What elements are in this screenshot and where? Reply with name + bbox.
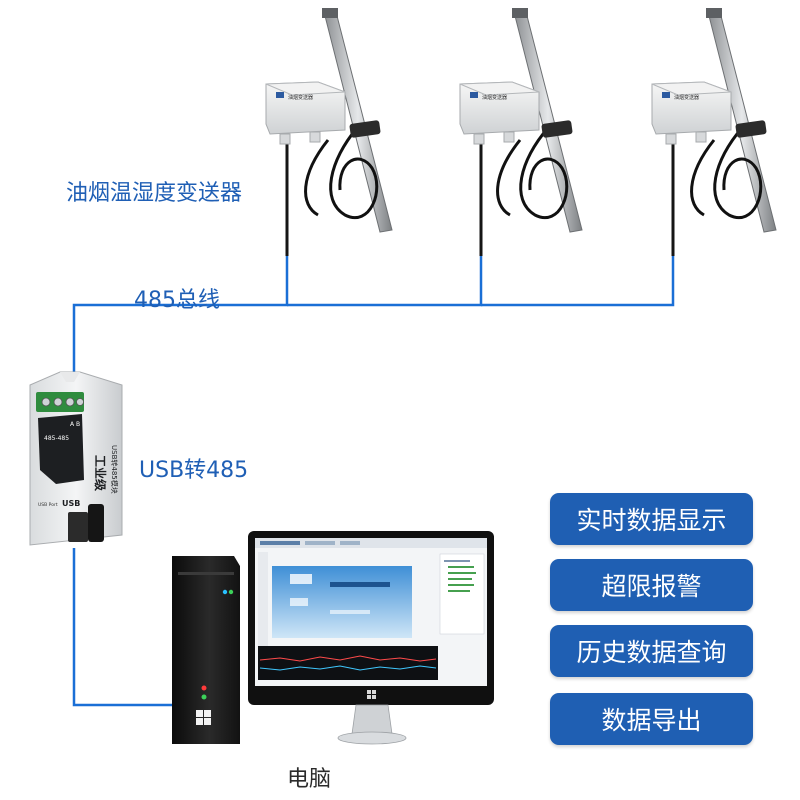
svg-text:油烟变送器: 油烟变送器 xyxy=(674,94,699,101)
probe-collar xyxy=(349,120,381,138)
transmitter-3: 油烟变送器 xyxy=(651,8,777,233)
converter-label: USB转485 xyxy=(139,458,249,483)
transmitter-leads xyxy=(285,142,675,256)
usb-connector xyxy=(68,512,88,542)
transmitter-1: 油烟变送器 xyxy=(265,8,393,233)
terminal-label-a: A xyxy=(70,421,75,428)
svg-text:油烟变送器: 油烟变送器 xyxy=(482,94,507,101)
feature-overlimit-alarm: 超限报警 xyxy=(550,559,753,611)
converter-sub-text: USB转485模块 xyxy=(110,445,119,494)
usb-port-text: USB Port xyxy=(38,502,58,508)
feature-realtime-display: 实时数据显示 xyxy=(550,493,753,545)
brand-logo-icon xyxy=(276,92,284,98)
probe-cap-icon xyxy=(512,8,528,18)
probe-collar xyxy=(541,120,573,138)
power-led xyxy=(222,589,228,595)
pc-tower xyxy=(172,556,240,744)
bus-wiring xyxy=(72,255,675,707)
usb-485-converter: 485-485 A B 工业级 USB转485模块 USB USB Port xyxy=(29,371,123,546)
bus-label: 485总线 xyxy=(134,288,220,313)
feature-data-export: 数据导出 xyxy=(550,693,753,745)
brand-logo-icon xyxy=(470,92,478,98)
feature-history-query: 历史数据查询 xyxy=(550,625,753,677)
model-text: 485-485 xyxy=(44,435,69,442)
transmitter-label: 油烟温湿度变送器 xyxy=(66,181,243,206)
monitor xyxy=(248,531,494,745)
transmitter-2: 油烟变送器 xyxy=(459,8,583,233)
probe-cap-icon xyxy=(322,8,338,18)
monitor-logo-icon xyxy=(367,690,376,699)
usb-label: USB xyxy=(62,499,80,508)
probe-cap-icon xyxy=(706,8,722,18)
windows-logo-icon xyxy=(196,710,211,725)
converter-side-text: 工业级 xyxy=(93,455,108,491)
computer-label: 电脑 xyxy=(287,767,332,792)
svg-text:油烟变送器: 油烟变送器 xyxy=(288,94,313,101)
terminal-label-b: B xyxy=(76,421,80,428)
probe-collar xyxy=(735,120,767,138)
brand-logo-icon xyxy=(662,92,670,98)
